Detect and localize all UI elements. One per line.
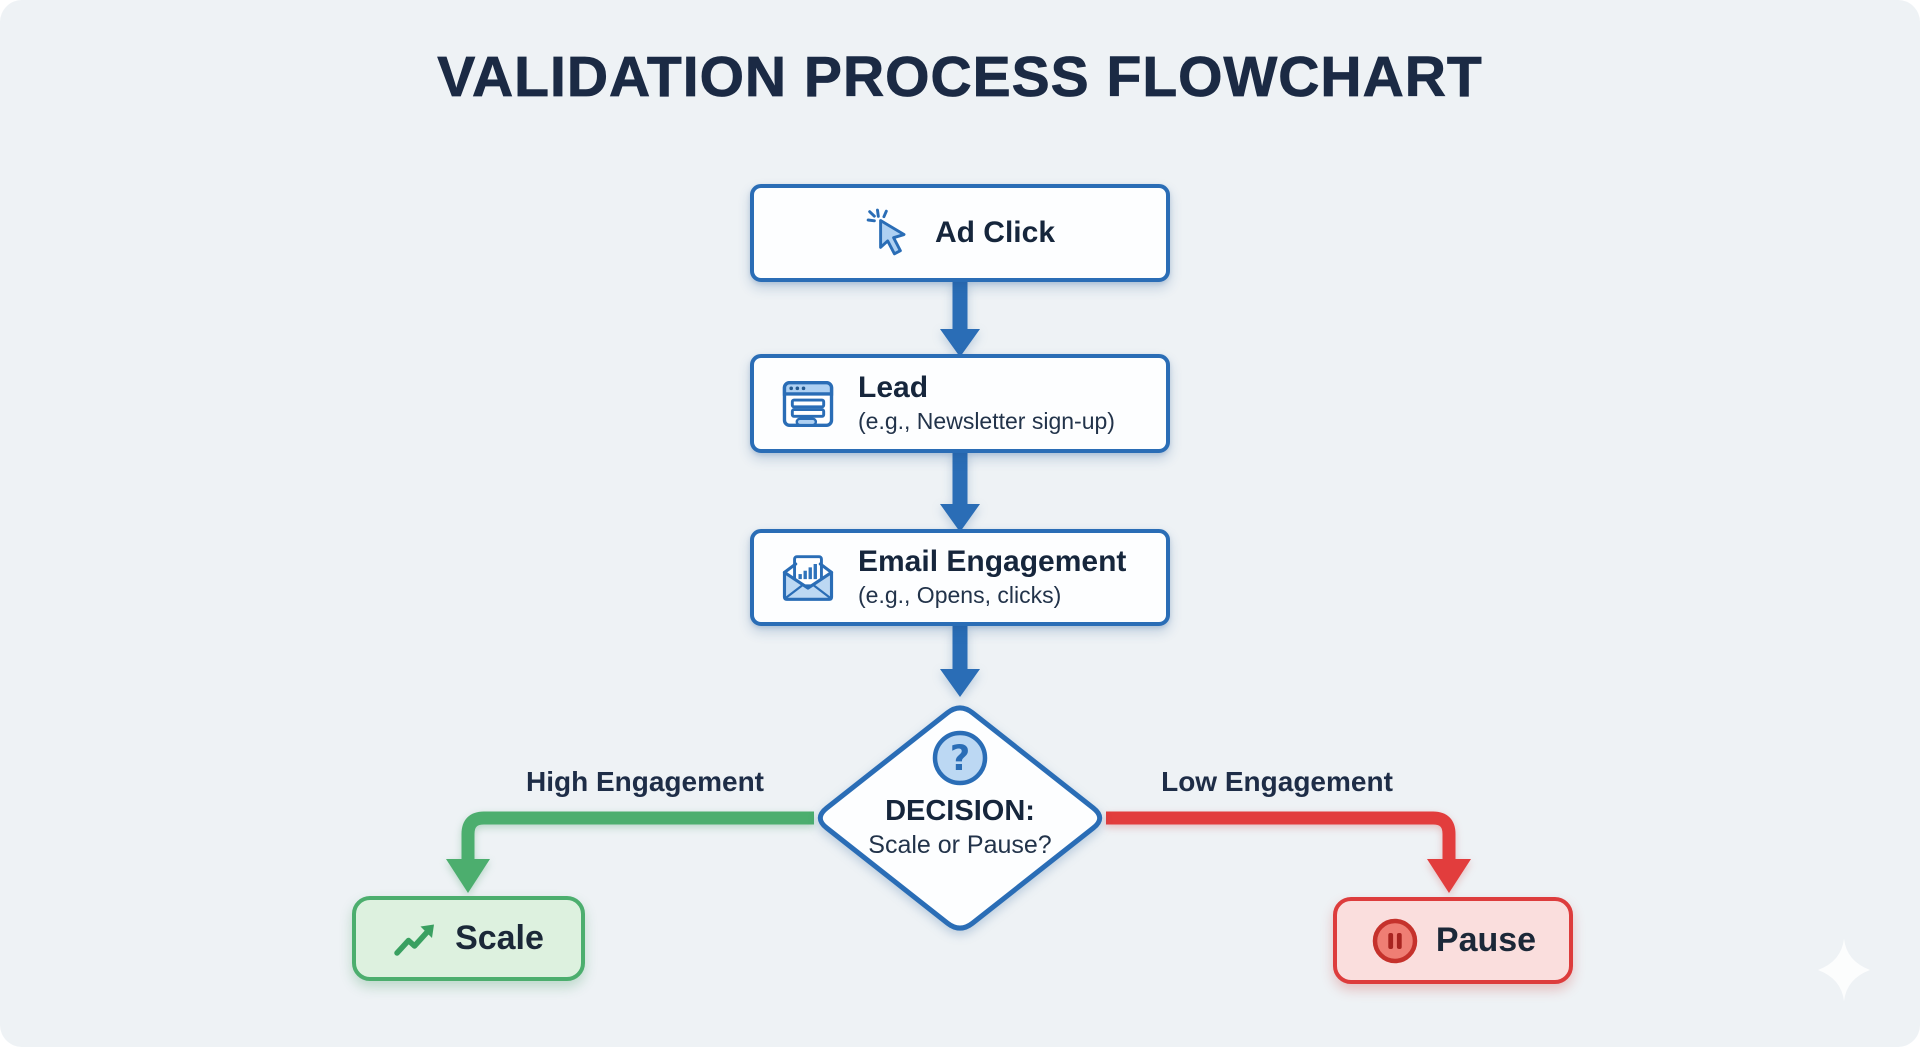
page-title: VALIDATION PROCESS FLOWCHART bbox=[437, 45, 1483, 110]
pause-circle-icon bbox=[1372, 918, 1418, 963]
high-engagement-label: High Engagement bbox=[525, 766, 764, 797]
arrow-email-to-decision bbox=[940, 625, 980, 697]
node-lead-text: Lead (e.g., Newsletter sign-up) bbox=[858, 371, 1115, 435]
scale-label: Scale bbox=[455, 919, 544, 957]
node-lead-sublabel: (e.g., Newsletter sign-up) bbox=[858, 407, 1115, 434]
sparkle-watermark-icon bbox=[1818, 938, 1870, 1002]
node-scale: Scale bbox=[352, 896, 585, 981]
branch-high-engagement-arrow bbox=[446, 811, 814, 893]
node-email-engagement: Email Engagement (e.g., Opens, clicks) bbox=[750, 529, 1170, 626]
signup-form-icon bbox=[782, 380, 834, 427]
arrow-adclick-to-lead bbox=[940, 280, 980, 357]
decision-label: DECISION: bbox=[885, 795, 1035, 827]
svg-text:?: ? bbox=[950, 739, 970, 779]
node-email-sublabel: (e.g., Opens, clicks) bbox=[858, 581, 1062, 608]
node-lead: Lead (e.g., Newsletter sign-up) bbox=[750, 354, 1170, 453]
node-email-text: Email Engagement (e.g., Opens, clicks) bbox=[858, 545, 1126, 609]
email-open-chart-icon bbox=[782, 554, 834, 601]
branch-low-engagement-arrow bbox=[1106, 811, 1471, 893]
node-lead-label: Lead bbox=[858, 371, 929, 405]
node-ad-click-label: Ad Click bbox=[934, 215, 1056, 249]
arrow-lead-to-email bbox=[940, 450, 980, 532]
cursor-click-icon bbox=[866, 208, 906, 256]
pause-label: Pause bbox=[1435, 921, 1537, 959]
node-pause: Pause bbox=[1333, 897, 1573, 984]
node-ad-click: Ad Click bbox=[750, 184, 1170, 282]
trending-up-icon bbox=[394, 924, 435, 956]
node-decision: ? DECISION: Scale or Pause? bbox=[810, 729, 1110, 860]
question-mark-icon: ? bbox=[932, 730, 988, 786]
low-engagement-label: Low Engagement bbox=[1161, 766, 1393, 797]
node-email-label: Email Engagement bbox=[858, 545, 1127, 579]
decision-sublabel: Scale or Pause? bbox=[868, 831, 1052, 859]
